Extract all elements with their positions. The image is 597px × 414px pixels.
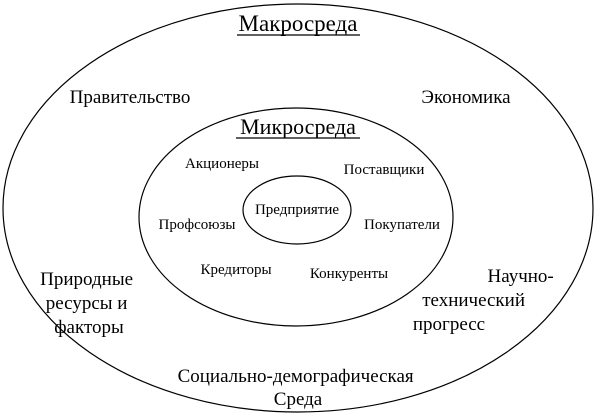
creditors-label: Кредиторы	[200, 262, 271, 278]
social-demographic-label: Социально-демографическая Среда	[178, 366, 419, 410]
enterprise-label: Предприятие	[255, 202, 339, 218]
scientific-progress-label: Научно- технический прогресс	[413, 266, 559, 335]
suppliers-label: Поставщики	[344, 162, 425, 178]
social-demographic-line: Социально-демографическая	[178, 366, 414, 387]
micro-environment-ring	[138, 107, 454, 327]
micro-environment-title: Микросреда	[240, 114, 356, 139]
scientific-progress-line: технический	[422, 290, 525, 311]
natural-resources-line: Природные	[40, 269, 133, 290]
scientific-progress-line: Научно-	[488, 266, 554, 287]
unions-label: Профсоюзы	[159, 217, 236, 233]
scientific-progress-line: прогресс	[413, 314, 485, 335]
macro-environment-title: Макросреда	[239, 11, 358, 36]
shareholders-label: Акционеры	[185, 156, 259, 172]
natural-resources-line: факторы	[54, 317, 124, 338]
social-demographic-line: Среда	[274, 389, 323, 410]
enterprise-ring	[242, 175, 352, 245]
natural-resources-label: Природные ресурсы и факторы	[40, 269, 138, 338]
macro-environment-ring	[2, 3, 594, 413]
natural-resources-line: ресурсы и	[46, 293, 128, 314]
economy-label: Экономика	[421, 87, 511, 108]
buyers-label: Покупатели	[364, 217, 440, 233]
competitors-label: Конкуренты	[310, 266, 388, 282]
government-label: Правительство	[70, 87, 191, 108]
